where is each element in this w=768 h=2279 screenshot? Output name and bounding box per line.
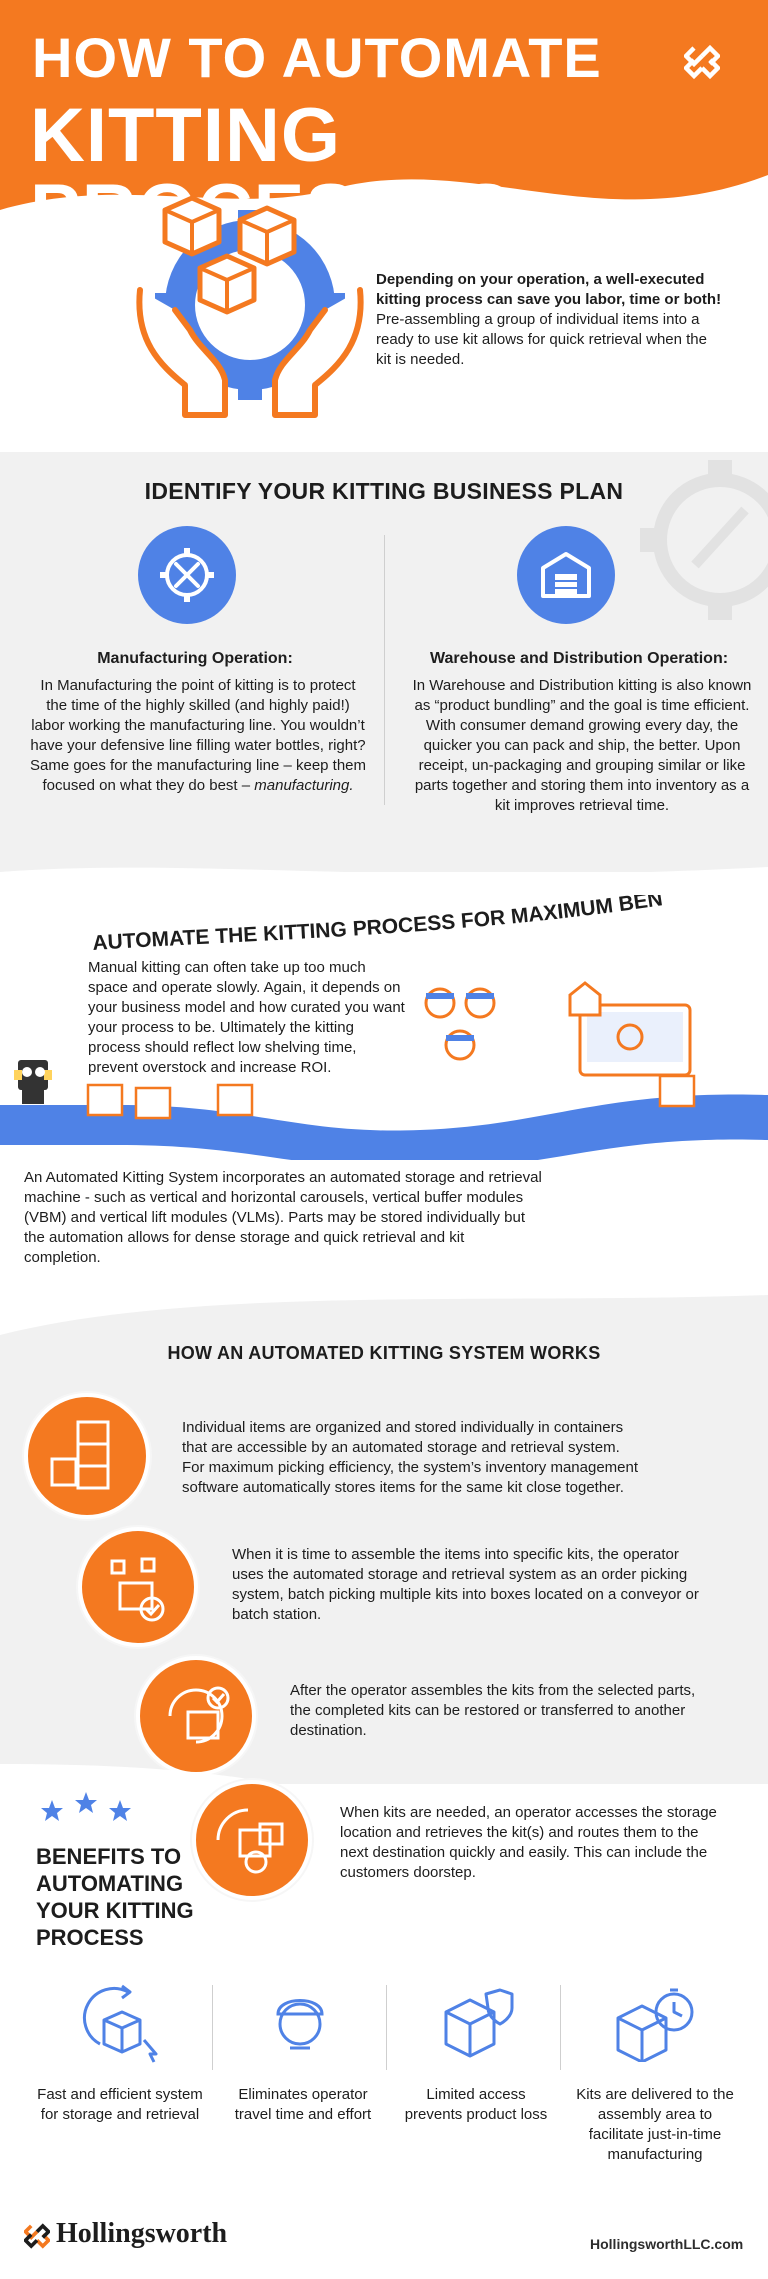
intro-text: Pre-assembling a group of individual ite… [376, 311, 707, 368]
benefit-divider [386, 1985, 387, 2070]
step-2-text: When it is time to assemble the items in… [232, 1546, 699, 1623]
benefit-1-label: Fast and efficient system for storage an… [37, 2086, 203, 2123]
footer-brand: Hollingsworth [56, 2218, 228, 2249]
business-plan-heading: IDENTIFY YOUR KITTING BUSINESS PLAN [144, 478, 624, 504]
kitting-hands-illustration [136, 195, 364, 418]
manual-kitting-text: Manual kitting can often take up too muc… [88, 959, 405, 1076]
gear-watermark-icon [640, 460, 768, 620]
warehouse-icon [517, 526, 615, 624]
stars-icon [41, 1792, 131, 1821]
restore-box-icon [136, 1656, 256, 1776]
page-title-line1: HOW TO AUTOMATE [32, 26, 602, 89]
section-wave [0, 867, 768, 892]
footer-url[interactable]: HollingsworthLLC.com [590, 2236, 744, 2252]
hollingsworth-logo-icon [24, 2223, 50, 2249]
hollingsworth-logo-icon [684, 44, 720, 80]
operator-icon [276, 1999, 324, 2050]
svg-text:AUTOMATE THE KITTING PROCESS F: AUTOMATE THE KITTING PROCESS FOR MAXIMUM… [88, 895, 664, 955]
storage-shelves-icon [24, 1393, 150, 1519]
intro-highlight: Depending on your operation, a well-exec… [376, 271, 722, 308]
benefits-title: BENEFITS TO AUTOMATING YOUR KITTING PROC… [36, 1844, 194, 1950]
automate-heading: AUTOMATE THE KITTING PROCESS FOR MAXIMUM… [88, 895, 664, 955]
step-1-text: Individual items are organized and store… [182, 1419, 639, 1496]
operators-and-automation-illustration [424, 981, 692, 1077]
how-it-works-heading: HOW AN AUTOMATED KITTING SYSTEM WORKS [167, 1343, 601, 1363]
column-divider [384, 535, 385, 805]
manufacturing-text: In Manufacturing the point of kitting is… [29, 677, 367, 794]
manufacturing-title: Manufacturing Operation: [97, 650, 293, 667]
benefit-3-label: Limited access prevents product loss [404, 2086, 548, 2123]
section-curve [0, 1295, 768, 1365]
tools-gear-icon [138, 526, 236, 624]
benefits-panel [0, 1764, 768, 2279]
kit-delivery-icon [192, 1780, 312, 1900]
conveyor-belt-illustration [0, 1060, 768, 1160]
fast-retrieval-icon [82, 1984, 158, 2063]
benefit-divider [560, 1985, 561, 2070]
header-background [0, 0, 768, 210]
secure-box-icon [444, 1988, 514, 2058]
timed-delivery-icon [616, 1988, 694, 2062]
automated-system-text: An Automated Kitting System incorporates… [24, 1169, 542, 1266]
warehouse-title: Warehouse and Distribution Operation: [429, 650, 729, 667]
step-3-text: After the operator assembles the kits fr… [290, 1682, 696, 1739]
benefit-4-label: Kits are delivered to the assembly area … [576, 2086, 734, 2163]
benefit-2-label: Eliminates operator travel time and effo… [234, 2086, 372, 2123]
order-picking-icon [78, 1527, 198, 1647]
benefit-divider [212, 1985, 213, 2070]
warehouse-text: In Warehouse and Distribution kitting is… [412, 677, 752, 814]
step-4-text: When kits are needed, an operator access… [340, 1804, 717, 1881]
